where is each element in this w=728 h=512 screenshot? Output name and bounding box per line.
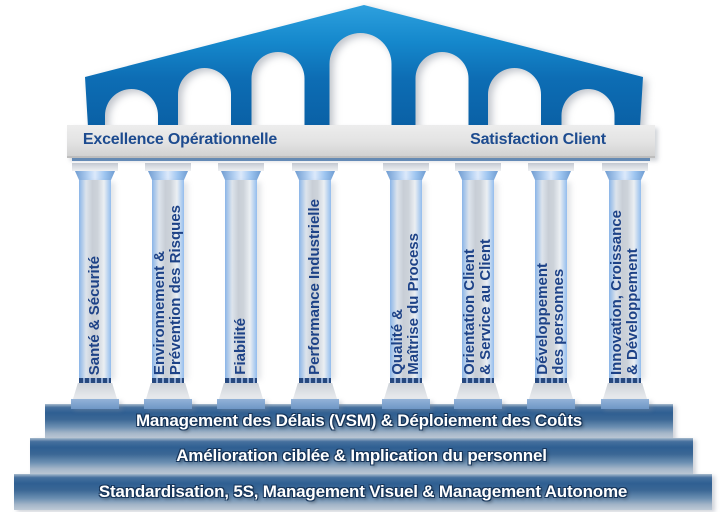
pillar-label: Innovation, Croissance & Développement — [608, 209, 641, 375]
pillar-plinth — [382, 399, 430, 409]
pillar-shaft — [299, 180, 331, 378]
pillar-capital-slab — [72, 163, 118, 171]
foundation-step-3-label: Standardisation, 5S, Management Visuel &… — [98, 482, 628, 501]
pillar-capital-neck — [458, 171, 498, 180]
foundation-step-2: Amélioration ciblée & Implication du per… — [30, 438, 693, 474]
pillar-base-ring — [79, 378, 111, 383]
pillar-shaft — [225, 180, 257, 378]
pillar-base — [603, 383, 647, 399]
pillar-plinth — [527, 399, 575, 409]
pillar-capital-slab — [455, 163, 501, 171]
pillar-base — [384, 383, 428, 399]
pillar-plinth — [454, 399, 502, 409]
pillar-shaft — [535, 180, 567, 378]
pillar-label: Santé & Sécurité — [86, 255, 103, 375]
entablature-left-title: Excellence Opérationnelle — [82, 131, 278, 148]
pillar-shaft — [152, 180, 184, 378]
pillar-capital-neck — [531, 171, 571, 180]
pillar-capital-neck — [221, 171, 261, 180]
foundation-step-2-label: Amélioration ciblée & Implication du per… — [176, 446, 547, 465]
pillar-qualite-process: Qualité & Maîtrise du Process — [382, 161, 430, 409]
pillar-base-ring — [609, 378, 641, 383]
pillar-orientation-client: Orientation Client & Service au Client — [454, 161, 502, 409]
entablature-right-title: Satisfaction Client — [470, 131, 606, 148]
pillar-base-ring — [225, 378, 257, 383]
pillar-base — [456, 383, 500, 399]
pillar-base-ring — [390, 378, 422, 383]
pillar-shaft — [609, 180, 641, 378]
pillar-base — [529, 383, 573, 399]
pillar-shaft — [390, 180, 422, 378]
foundation-step-1-label: Management des Délais (VSM) & Déploiemen… — [135, 411, 583, 430]
pillar-capital-slab — [602, 163, 648, 171]
pillar-plinth — [144, 399, 192, 409]
pillar-base-ring — [152, 378, 184, 383]
pediment-roof — [85, 5, 643, 127]
pillar-shaft — [79, 180, 111, 378]
pillar-sante-securite: Santé & Sécurité — [71, 161, 119, 409]
pillar-base-ring — [299, 378, 331, 383]
pillar-capital-slab — [218, 163, 264, 171]
foundation-step-3: Standardisation, 5S, Management Visuel &… — [14, 474, 712, 510]
pillar-label: Qualité & Maîtrise du Process — [389, 233, 422, 375]
pillar-base-ring — [462, 378, 494, 383]
pillar-capital-neck — [605, 171, 645, 180]
pillar-environnement-risques: Environnement & Prévention des Risques — [144, 161, 192, 409]
entablature-band: Excellence Opérationnelle Satisfaction C… — [67, 125, 655, 158]
pillar-plinth — [601, 399, 649, 409]
pillar-base — [293, 383, 337, 399]
pillar-capital-slab — [383, 163, 429, 171]
pillar-capital-neck — [386, 171, 426, 180]
pillar-base — [73, 383, 117, 399]
pillar-plinth — [217, 399, 265, 409]
pillar-capital-neck — [75, 171, 115, 180]
pillar-base-ring — [535, 378, 567, 383]
pillar-plinth — [291, 399, 339, 409]
pillar-base — [146, 383, 190, 399]
pillar-label: Environnement & Prévention des Risques — [151, 204, 184, 375]
pillar-capital-slab — [528, 163, 574, 171]
pillar-plinth — [71, 399, 119, 409]
pillar-capital-neck — [148, 171, 188, 180]
pillar-label: Orientation Client & Service au Client — [461, 239, 494, 375]
pediment-shape — [85, 5, 643, 127]
pillar-performance-industrielle: Performance Industrielle — [291, 161, 339, 409]
pillar-label: Fiabilité — [232, 318, 249, 375]
pillar-base — [219, 383, 263, 399]
pillar-capital-neck — [295, 171, 335, 180]
foundation-step-1: Management des Délais (VSM) & Déploiemen… — [45, 404, 673, 438]
pillar-capital-slab — [292, 163, 338, 171]
pillar-label: Développement des personnes — [534, 263, 567, 375]
pillar-shaft — [462, 180, 494, 378]
pillar-capital-slab — [145, 163, 191, 171]
pillar-innovation-croissance: Innovation, Croissance & Développement — [601, 161, 649, 409]
architrave-beam — [72, 157, 650, 161]
pillar-label: Performance Industrielle — [306, 199, 323, 375]
pillar-fiabilite: Fiabilité — [217, 161, 265, 409]
pillar-developpement-personnes: Développement des personnes — [527, 161, 575, 409]
